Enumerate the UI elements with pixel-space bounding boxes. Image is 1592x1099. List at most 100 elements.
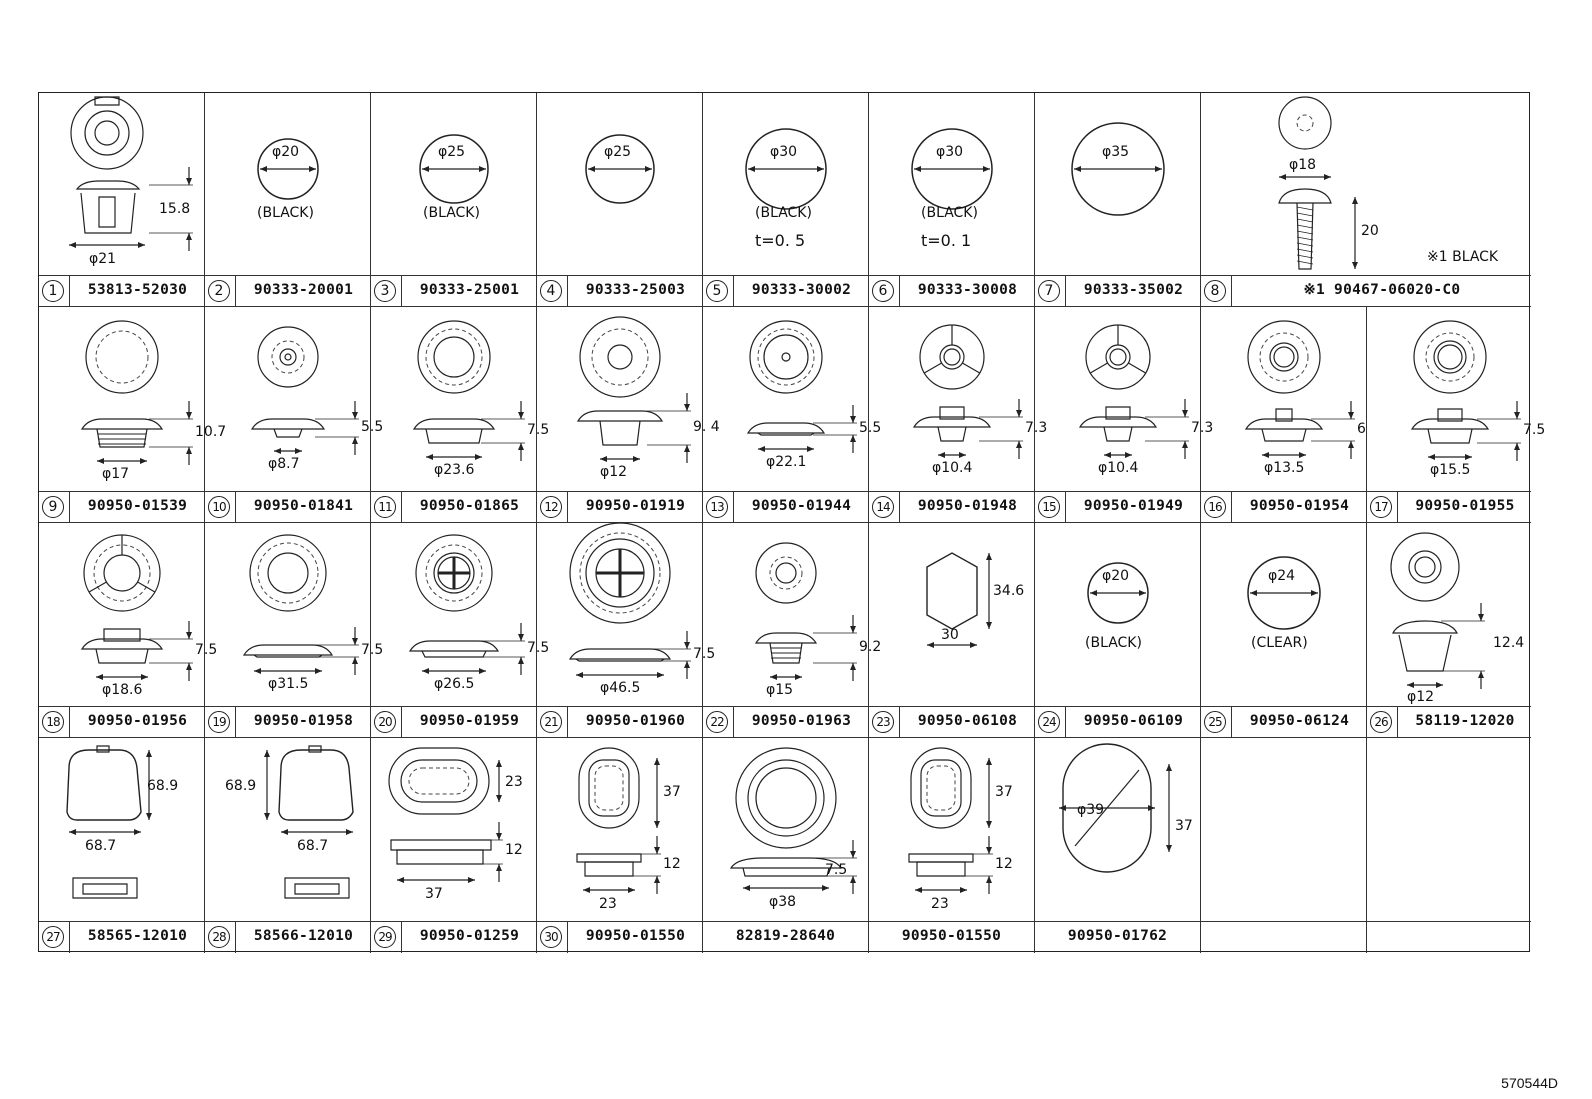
- callout-separator: [235, 707, 236, 737]
- part-drawing: [703, 523, 869, 706]
- diameter-label: φ26.5: [434, 676, 475, 692]
- note-label: (BLACK): [755, 205, 812, 221]
- height-dimension: 37: [1175, 818, 1193, 834]
- height-dimension: 7.5: [527, 640, 550, 656]
- diameter-label: φ24: [1268, 568, 1296, 584]
- part-drawing: [703, 93, 869, 275]
- width-dimension: 23: [931, 896, 949, 912]
- diameter-label: φ30: [936, 144, 964, 160]
- note-label: (CLEAR): [1251, 635, 1308, 651]
- callout-separator: [1231, 492, 1232, 522]
- height-dimension: 9.2: [859, 639, 882, 655]
- note-label: (BLACK): [921, 205, 978, 221]
- part-number: 90950-01960: [585, 713, 686, 729]
- diameter-label: φ31.5: [268, 676, 309, 692]
- diameter-label: φ10.4: [932, 460, 973, 476]
- callout-number: 1: [42, 280, 64, 302]
- width-dimension: 68.7: [297, 838, 329, 854]
- part-number: 90333-30002: [751, 282, 852, 298]
- part-number: 90950-06108: [917, 713, 1018, 729]
- part-number: 58565-12010: [87, 928, 188, 944]
- callout-number: 9: [42, 496, 64, 518]
- part-label-row: 90950-01550: [869, 921, 1034, 953]
- callout-number: 8: [1204, 280, 1226, 302]
- part-drawing: [869, 307, 1035, 491]
- part-drawing: [1035, 307, 1201, 491]
- part-number: ※1 90467-06020-C0: [1303, 282, 1461, 298]
- callout-separator: [1231, 707, 1232, 737]
- part-illustration: φ30(BLACK)t=0. 5: [703, 93, 868, 275]
- height-dimension: 6: [1357, 421, 1366, 437]
- height-dimension: 7.3: [1191, 420, 1214, 436]
- part-label-row: [1201, 921, 1366, 953]
- diameter-label: φ23.6: [434, 462, 475, 478]
- part-number: 90950-01956: [87, 713, 188, 729]
- callout-separator: [1065, 492, 1066, 522]
- height-dimension: 7.5: [361, 642, 384, 658]
- diameter-label: φ20: [1102, 568, 1130, 584]
- diameter-label: φ8.7: [268, 456, 300, 472]
- callout-separator: [567, 492, 568, 522]
- part-drawing: [1367, 523, 1531, 706]
- callout-separator: [401, 707, 402, 737]
- part-number: 90950-01762: [1067, 928, 1168, 944]
- part-number: 90950-01865: [419, 498, 520, 514]
- callout-separator: [1397, 707, 1398, 737]
- callout-number: 12: [540, 496, 562, 518]
- height-dimension: 12: [663, 856, 681, 872]
- height-dimension: 10.7: [195, 424, 227, 440]
- callout-separator: [235, 276, 236, 306]
- part-number: 90950-06109: [1083, 713, 1184, 729]
- note-label: t=0. 5: [755, 231, 806, 250]
- part-drawing: [1201, 93, 1358, 275]
- height-dimension: 7.5: [693, 646, 716, 662]
- part-drawing: [39, 307, 205, 491]
- callout-separator: [733, 707, 734, 737]
- part-number: 90950-01959: [419, 713, 520, 729]
- callout-separator: [401, 492, 402, 522]
- callout-number: 10: [208, 496, 230, 518]
- part-illustration: φ20(BLACK): [205, 93, 370, 275]
- callout-number: 26: [1370, 711, 1392, 733]
- callout-number: 13: [706, 496, 728, 518]
- diameter-label: φ21: [89, 251, 117, 267]
- width-dimension: 68.7: [85, 838, 117, 854]
- height-dimension: 5.5: [361, 419, 384, 435]
- part-number: 90950-01958: [253, 713, 354, 729]
- diameter-label: φ12: [1407, 689, 1435, 705]
- callout-number: 29: [374, 926, 396, 948]
- height-dimension: 7.5: [825, 862, 848, 878]
- part-number: 90950-01955: [1415, 498, 1515, 514]
- part-illustration: φ24 (CLEAR): [1201, 523, 1366, 706]
- part-drawing: [537, 738, 703, 921]
- callout-number: 2: [208, 280, 230, 302]
